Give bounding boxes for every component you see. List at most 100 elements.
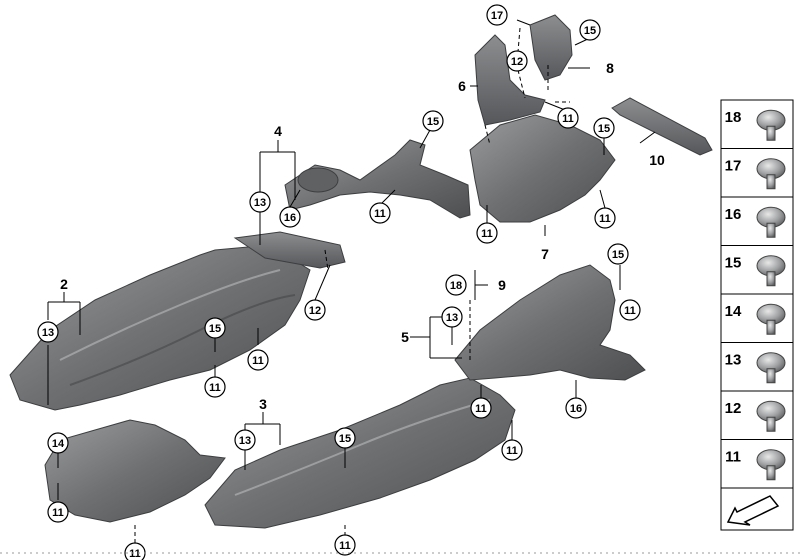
legend-row-15: 15 — [720, 245, 794, 295]
callout-label: 12 — [511, 56, 523, 68]
callout-11-h: 11 — [619, 299, 641, 321]
callout-12-a: 12 — [304, 299, 326, 321]
group-label-5: 5 — [401, 329, 409, 345]
panel-2-left-underbody — [9, 244, 311, 411]
dash-lines — [134, 27, 570, 555]
panel-3-ridge — [234, 399, 491, 496]
panel-6-vertical-shield — [474, 34, 546, 126]
callout-label: 16 — [570, 403, 582, 415]
panel-4-bracket — [284, 139, 471, 219]
callout-label: 15 — [598, 123, 610, 135]
callout-11-d: 11 — [369, 202, 391, 224]
legend-number: 14 — [725, 303, 742, 320]
parts-legend: 18 17 16 15 14 13 12 11 — [720, 99, 794, 531]
group-label-8: 8 — [606, 60, 614, 76]
callout-13-right: 13 — [441, 306, 463, 328]
callout-label: 13 — [239, 435, 251, 447]
callout-label: 16 — [284, 212, 296, 224]
rivet-icon — [756, 303, 786, 335]
callout-14: 14 — [47, 432, 69, 454]
callout-11-c: 11 — [247, 349, 269, 371]
legend-number: 16 — [725, 206, 742, 223]
legend-number: 13 — [725, 352, 742, 369]
callout-13-top: 13 — [249, 191, 271, 213]
callout-11-e: 11 — [476, 222, 498, 244]
bolt-icon — [756, 109, 786, 141]
callout-label: 17 — [491, 10, 503, 22]
legend-row-18: 18 — [720, 99, 794, 149]
hex-nut-icon — [756, 400, 786, 432]
callout-label: 18 — [450, 280, 462, 292]
callout-11-l: 11 — [124, 542, 146, 560]
callout-13-left: 13 — [37, 321, 59, 343]
callout-13-center: 13 — [234, 429, 256, 451]
callout-label: 11 — [374, 208, 386, 220]
group-label-9: 9 — [498, 277, 506, 293]
group-label-10: 10 — [649, 152, 665, 168]
callout-15-d: 15 — [593, 117, 615, 139]
callout-16-a: 16 — [279, 206, 301, 228]
legend-row-14: 14 — [720, 293, 794, 343]
callout-15-b: 15 — [334, 427, 356, 449]
legend-number: 17 — [725, 158, 742, 175]
callout-label: 11 — [481, 228, 493, 240]
callout-label: 12 — [309, 305, 321, 317]
callout-11-a: 11 — [47, 501, 69, 523]
callout-15-f: 15 — [607, 243, 629, 265]
legend-number: 12 — [725, 400, 742, 417]
panel-7-skid-plate — [469, 114, 616, 223]
callout-label: 11 — [339, 540, 351, 552]
group-label-7: 7 — [541, 246, 549, 262]
leader-lines — [47, 19, 656, 500]
callout-label: 11 — [562, 113, 574, 125]
callout-label: 15 — [427, 116, 439, 128]
callout-17: 17 — [486, 4, 508, 26]
callout-label: 13 — [42, 327, 54, 339]
callout-label: 11 — [506, 445, 518, 457]
panel-14-front — [44, 419, 226, 523]
callout-label: 15 — [209, 323, 221, 335]
callout-12-b: 12 — [506, 50, 528, 72]
callout-11-k: 11 — [334, 534, 356, 556]
panel-5-right-middle — [454, 264, 646, 381]
callouts: 13 13 13 13 14 11 11 11 — [37, 4, 641, 560]
callout-11-f: 11 — [594, 207, 616, 229]
clip-icon — [756, 206, 786, 238]
panel-8-upper-bracket — [529, 14, 573, 81]
callout-11-i: 11 — [470, 397, 492, 419]
group-label-3: 3 — [259, 396, 267, 412]
group-labels: 2 3 4 5 6 7 8 9 10 — [60, 60, 665, 412]
legend-number: 11 — [725, 449, 741, 466]
legend-row-11: 11 — [720, 439, 794, 489]
callout-label: 11 — [52, 507, 64, 519]
legend-rows: 18 17 16 15 14 13 12 11 — [720, 99, 794, 489]
legend-row-17: 17 — [720, 148, 794, 198]
panel-10-strip — [611, 97, 713, 156]
panel-2-top-strip — [233, 231, 346, 269]
screw-icon — [756, 449, 786, 481]
callout-11-g: 11 — [557, 107, 579, 129]
callout-label: 11 — [129, 548, 141, 560]
callout-11-j: 11 — [501, 439, 523, 461]
callout-label: 13 — [446, 312, 458, 324]
panel-2-ridge — [59, 269, 281, 361]
panel-3-lower-underbody — [204, 377, 516, 529]
legend-row-13: 13 — [720, 342, 794, 392]
spring-nut-icon — [756, 352, 786, 384]
group-label-4: 4 — [274, 123, 282, 139]
arrow-icon — [726, 495, 780, 526]
panel-4-round-cover — [297, 167, 339, 193]
expansion-nut-icon — [756, 255, 786, 287]
callout-label: 15 — [612, 249, 624, 261]
panel-2-ridge-2 — [69, 294, 296, 386]
callout-label: 15 — [584, 25, 596, 37]
group-label-6: 6 — [458, 78, 466, 94]
legend-arrow-box — [720, 487, 794, 531]
callout-label: 11 — [624, 305, 636, 317]
legend-number: 18 — [725, 109, 742, 126]
group-label-2: 2 — [60, 276, 68, 292]
legend-row-16: 16 — [720, 196, 794, 246]
callout-16-b: 16 — [565, 397, 587, 419]
callout-label: 11 — [252, 355, 264, 367]
